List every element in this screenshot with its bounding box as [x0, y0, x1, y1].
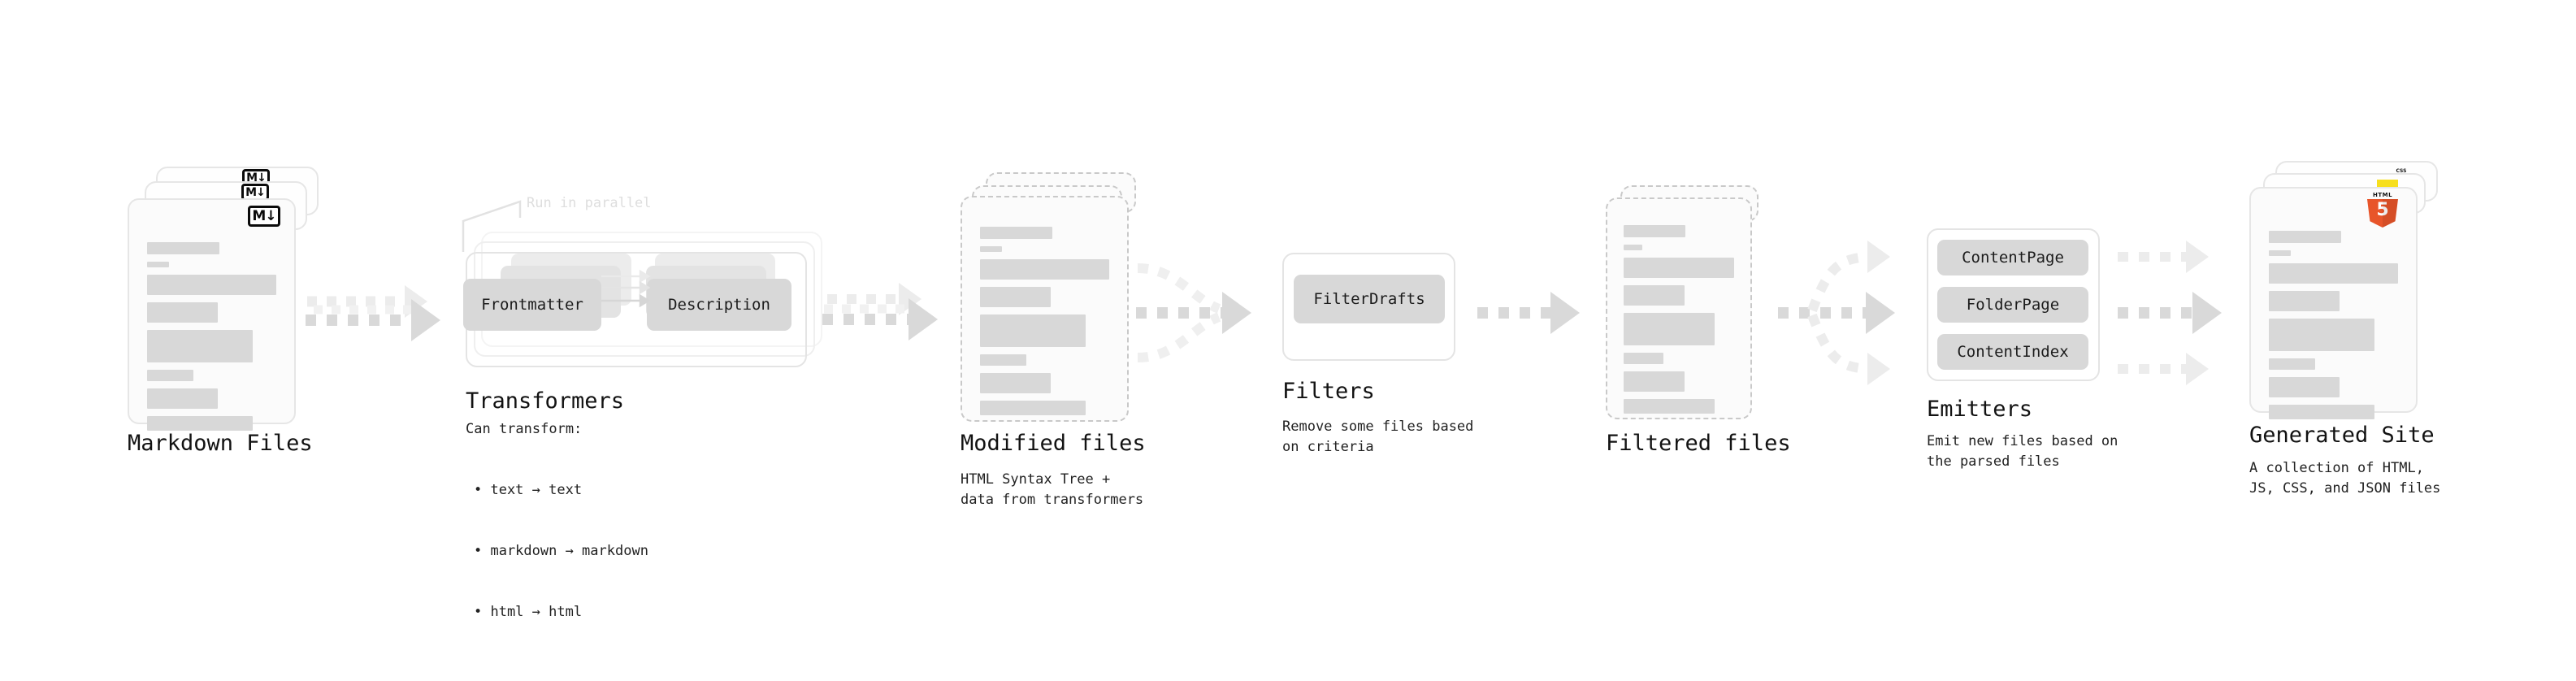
- content-bar: [147, 370, 194, 381]
- emitter-chip-contentindex[interactable]: ContentIndex: [1937, 334, 2088, 370]
- stage-title-emitters: Emitters: [1927, 397, 2033, 422]
- arrow-markdown-to-transformers: [306, 285, 440, 341]
- content-bar: [980, 259, 1109, 280]
- content-bar: [1624, 245, 1643, 250]
- content-bar: [2269, 263, 2398, 284]
- content-bar: [147, 330, 254, 362]
- stage-title-transformers: Transformers: [466, 388, 625, 414]
- content-bar: [980, 401, 1086, 415]
- generated-file-content: [2269, 231, 2398, 427]
- arrow-filtered-to-emitters: [1778, 241, 1895, 385]
- transformers-description: Can transform:: [466, 421, 583, 437]
- arrow-modified-to-filters: [1136, 263, 1251, 362]
- filters-group-box: [1282, 253, 1455, 361]
- transformers-bullet-item: • text → text: [474, 482, 583, 498]
- transformers-bullet-item: • markdown → markdown: [474, 543, 648, 559]
- stage-title-filtered-files: Filtered files: [1606, 431, 1791, 456]
- transformer-inner-arrows: [601, 269, 651, 308]
- content-bar: [2269, 231, 2342, 243]
- content-bar: [1624, 313, 1715, 345]
- content-bar: [1624, 285, 1685, 306]
- markdown-file-content: [147, 242, 276, 438]
- transformer-chip-frontmatter[interactable]: Frontmatter: [463, 279, 601, 331]
- content-bar: [980, 287, 1052, 307]
- content-bar: [980, 354, 1027, 366]
- content-bar: [980, 227, 1053, 239]
- html5-icon-digit: 5: [2376, 200, 2389, 220]
- filter-chip-filterdrafts[interactable]: FilterDrafts: [1294, 275, 1445, 323]
- markdown-file-front: [128, 198, 296, 431]
- content-bar: [2269, 405, 2375, 419]
- content-bar: [147, 416, 254, 431]
- content-bar: [2269, 291, 2340, 311]
- filtered-file-front: [1606, 197, 1752, 419]
- generated-site-description: A collection of HTML, JS, CSS, and JSON …: [2249, 460, 2441, 497]
- content-bar: [147, 262, 170, 267]
- transformers-bullets: • text → text • markdown → markdown • ht…: [474, 440, 648, 663]
- emitters-description: Emit new files based on the parsed files: [1927, 433, 2118, 470]
- arrow-transformers-to-modified: [822, 283, 938, 340]
- modified-file-front: [961, 196, 1129, 422]
- stage-title-modified-files: Modified files: [961, 431, 1146, 456]
- run-in-parallel-label: Run in parallel: [527, 195, 652, 211]
- html5-icon: HTML 5: [2367, 192, 2398, 228]
- stage-title-filters: Filters: [1282, 379, 1375, 404]
- filters-description: Remove some files based on criteria: [1282, 419, 1474, 455]
- modified-files-description: HTML Syntax Tree + data from transformer…: [961, 471, 1144, 508]
- content-bar: [147, 388, 219, 409]
- content-bar: [2269, 358, 2316, 370]
- content-bar: [1624, 353, 1663, 364]
- modified-file-content: [980, 227, 1109, 423]
- transformer-chip-description[interactable]: Description: [647, 279, 791, 331]
- html5-icon-label: HTML: [2372, 192, 2393, 198]
- html5-icon-shield: 5: [2367, 199, 2398, 228]
- markdown-icon: M↓: [248, 206, 280, 227]
- content-bar: [1624, 258, 1734, 278]
- arrow-filters-to-filtered: [1477, 292, 1580, 334]
- content-bar: [147, 275, 276, 295]
- stage-title-markdown-files: Markdown Files: [128, 431, 313, 456]
- emitters-group-box: [1927, 228, 2100, 381]
- emitter-chip-folderpage[interactable]: FolderPage: [1937, 287, 2088, 323]
- content-bar: [147, 242, 220, 254]
- content-bar: [1624, 371, 1685, 392]
- content-bar: [1624, 399, 1715, 414]
- content-bar: [980, 314, 1086, 347]
- content-bar: [980, 246, 1003, 252]
- content-bar: [2269, 377, 2340, 397]
- filtered-file-content: [1624, 225, 1734, 421]
- arrow-emitters-to-site: [2118, 241, 2222, 385]
- content-bar: [1624, 225, 1686, 237]
- generated-file-html: [2249, 187, 2418, 419]
- content-bar: [980, 373, 1052, 393]
- content-bar: [2269, 250, 2292, 256]
- content-bar: [2269, 319, 2375, 351]
- emitter-chip-contentpage[interactable]: ContentPage: [1937, 240, 2088, 275]
- content-bar: [147, 302, 219, 323]
- stage-title-generated-site: Generated Site: [2249, 423, 2435, 448]
- transformers-bullet-item: • html → html: [474, 604, 583, 620]
